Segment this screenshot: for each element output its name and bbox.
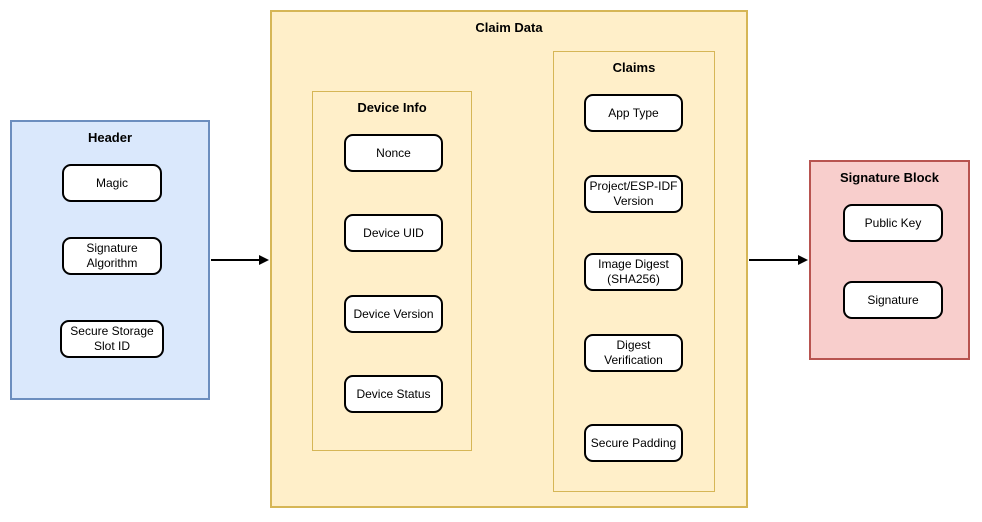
node-public-key-label: Public Key [864, 215, 922, 230]
claims-group-title: Claims [612, 60, 656, 75]
node-magic: Magic [62, 164, 162, 202]
header-group: Header Magic Signature Algorithm Secure … [10, 120, 210, 400]
node-signature: Signature [843, 281, 943, 319]
node-device-status-label: Device Status [356, 386, 431, 401]
node-device-version: Device Version [344, 295, 443, 333]
node-device-uid-label: Device UID [363, 225, 424, 240]
device-info-group: Device Info Nonce Device UID Device Vers… [312, 91, 472, 451]
node-public-key: Public Key [843, 204, 943, 242]
signature-block-group: Signature Block Public Key Signature [809, 160, 970, 360]
claims-group: Claims App Type Project/ESP-IDF Version … [553, 51, 715, 492]
node-secure-storage-slot-id: Secure Storage Slot ID [60, 320, 164, 358]
node-image-digest-sha256: Image Digest (SHA256) [584, 253, 683, 291]
arrow-head-icon [259, 255, 269, 265]
node-digest-verification-label: Digest Verification [604, 338, 663, 367]
node-signature-algorithm-label: Signature Algorithm [86, 241, 138, 270]
node-digest-verification: Digest Verification [584, 334, 683, 372]
node-app-type: App Type [584, 94, 683, 132]
node-project-esp-idf-version: Project/ESP-IDF Version [584, 175, 683, 213]
node-app-type-label: App Type [608, 105, 659, 120]
node-image-digest-sha256-label: Image Digest (SHA256) [598, 257, 669, 286]
node-device-uid: Device UID [344, 214, 443, 252]
node-device-version-label: Device Version [353, 306, 434, 321]
device-info-group-title: Device Info [357, 100, 427, 115]
node-nonce-label: Nonce [376, 145, 411, 160]
header-group-title: Header [87, 130, 133, 145]
arrow-head-icon [798, 255, 808, 265]
node-nonce: Nonce [344, 134, 443, 172]
arrow-line [749, 259, 800, 261]
claim-data-group-title: Claim Data [475, 20, 543, 35]
node-signature-label: Signature [867, 292, 919, 307]
node-signature-algorithm: Signature Algorithm [62, 237, 162, 275]
node-secure-padding-label: Secure Padding [590, 435, 677, 450]
signature-block-group-title: Signature Block [840, 170, 939, 185]
arrow-line [211, 259, 261, 261]
claim-data-group: Claim Data Device Info Nonce Device UID … [270, 10, 748, 508]
node-project-esp-idf-version-label: Project/ESP-IDF Version [589, 179, 678, 208]
node-device-status: Device Status [344, 375, 443, 413]
node-secure-padding: Secure Padding [584, 424, 683, 462]
node-magic-label: Magic [95, 175, 128, 190]
node-secure-storage-slot-id-label: Secure Storage Slot ID [70, 324, 154, 353]
